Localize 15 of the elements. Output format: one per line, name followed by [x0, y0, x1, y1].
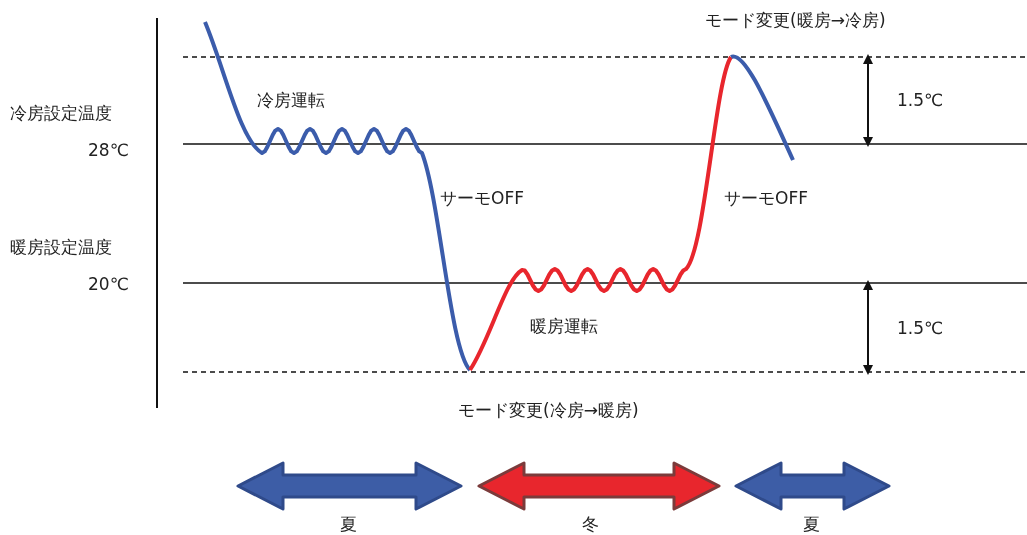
operation-label: 暖房運転 [530, 316, 598, 337]
thermo-off-label: サーモOFF [724, 188, 808, 209]
operation-label: 冷房運転 [257, 90, 325, 111]
mode-change-label: モード変更(冷房→暖房) [458, 400, 639, 421]
temperature-value: 20℃ [88, 274, 129, 295]
season-label: 夏 [340, 514, 357, 535]
mode-change-label: モード変更(暖房→冷房) [705, 10, 886, 31]
temperature-value: 28℃ [88, 140, 129, 161]
dimension-label: 1.5℃ [897, 90, 944, 111]
setpoint-label: 冷房設定温度 [10, 103, 112, 124]
season-label: 夏 [803, 514, 820, 535]
thermo-off-label: サーモOFF [440, 188, 524, 209]
season-label: 冬 [582, 514, 599, 535]
dimension-label: 1.5℃ [897, 318, 944, 339]
setpoint-label: 暖房設定温度 [10, 237, 112, 258]
